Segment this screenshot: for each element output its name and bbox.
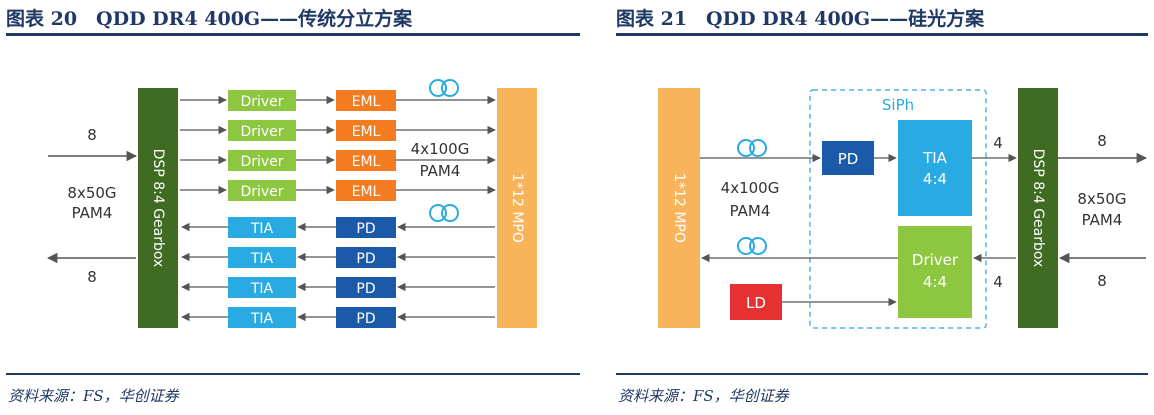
f20-eml-box: [336, 180, 396, 201]
f20-optical-line1: 4x100G: [411, 140, 470, 158]
f21-pd-box: [822, 141, 874, 175]
f20-eml-label: EML: [352, 94, 381, 110]
figure-20-bottom-rule: [6, 373, 580, 375]
f20-driver-label: Driver: [240, 184, 283, 200]
f20-driver-box: [228, 180, 296, 201]
f21-tia-box: [898, 120, 972, 216]
f20-mpo-label: 1*12 MPO: [509, 173, 525, 243]
f20-pd-box: [336, 247, 396, 268]
f20-signal-line2: PAM4: [72, 204, 113, 222]
f21-output-count: 8: [1097, 132, 1107, 150]
f21-lane-top: 4: [993, 134, 1003, 152]
f20-tia-box: [228, 277, 296, 298]
f20-driver-box: [228, 150, 296, 171]
f21-driver-box: [898, 226, 972, 318]
figure-20-top-rule: [6, 33, 580, 36]
f21-siph-label: SiPh: [882, 96, 914, 114]
fiber-coil-icon: [737, 139, 767, 157]
f20-driver-label: Driver: [240, 124, 283, 140]
f20-pd-label: PD: [356, 221, 375, 237]
f21-pd-label: PD: [838, 150, 859, 168]
f20-dsp-gearbox-label: DSP 8:4 Gearbox: [150, 149, 166, 268]
f20-tia-box: [228, 307, 296, 328]
f20-eml-label: EML: [352, 154, 381, 170]
f20-driver-label: Driver: [240, 154, 283, 170]
f20-tia-label: TIA: [250, 281, 274, 297]
f20-pd-label: PD: [356, 311, 375, 327]
f20-eml-box: [336, 90, 396, 111]
f21-signal-line2: PAM4: [1082, 211, 1123, 229]
f20-tx-row-4: Driver EML: [180, 180, 496, 201]
f20-driver-box: [228, 120, 296, 141]
f20-output-count: 8: [87, 268, 97, 286]
figure-20-diagram: 8 8 8x50G PAM4 DSP 8:4 Gearbox 1*12 MPO …: [46, 79, 537, 328]
f20-eml-label: EML: [352, 124, 381, 140]
f21-optical-line2: PAM4: [730, 202, 771, 220]
f21-input-count: 8: [1097, 272, 1107, 290]
f20-input-count: 8: [87, 126, 97, 144]
f21-ld-label: LD: [746, 294, 766, 312]
f20-tx-row-3: Driver EML: [180, 150, 496, 171]
fiber-coil-icon: [737, 237, 767, 255]
f20-tx-row-1: Driver EML: [180, 90, 496, 111]
f20-optical-line2: PAM4: [420, 162, 461, 180]
f20-eml-box: [336, 150, 396, 171]
f21-tia-label-line1: TIA: [922, 149, 948, 167]
f21-lane-bottom: 4: [993, 273, 1003, 291]
f20-pd-label: PD: [356, 281, 375, 297]
f21-mpo-connector: [658, 88, 700, 328]
figure-20-title: 图表 20 QDD DR4 400G——传统分立方案: [6, 8, 413, 30]
f21-optical-line1: 4x100G: [721, 179, 780, 197]
f20-driver-box: [228, 90, 296, 111]
f21-dsp-gearbox-label: DSP 8:4 Gearbox: [1030, 149, 1046, 268]
fiber-coil-icon: [429, 79, 459, 97]
fiber-coil-icon: [429, 204, 459, 222]
f20-pd-box: [336, 277, 396, 298]
figure-21-top-rule: [616, 33, 1148, 36]
f20-pd-label: PD: [356, 251, 375, 267]
f20-rx-row-3: PD TIA: [181, 277, 495, 298]
f20-tia-label: TIA: [250, 311, 274, 327]
f20-tx-row-2: Driver EML: [180, 120, 496, 141]
figure-21-source: 资料来源：FS，华创证券: [618, 387, 789, 405]
f20-eml-box: [336, 120, 396, 141]
figure-21-diagram: 1*12 MPO SiPh 4x100G PAM4 PD TIA 4:4 4 D…: [658, 88, 1148, 329]
f20-mpo-connector: [497, 88, 537, 328]
f21-siph-region: [809, 89, 987, 329]
f21-driver-label-line1: Driver: [912, 251, 959, 269]
f21-ld-box: [730, 284, 782, 320]
f20-signal-line1: 8x50G: [67, 184, 116, 202]
f20-rx-row-4: PD TIA: [181, 307, 495, 328]
f20-pd-box: [336, 307, 396, 328]
figure-21-bottom-rule: [616, 373, 1148, 375]
f20-rx-row-2: PD TIA: [181, 247, 495, 268]
figure-21-title: 图表 21 QDD DR4 400G——硅光方案: [616, 8, 985, 30]
f21-mpo-label: 1*12 MPO: [671, 173, 687, 243]
f21-driver-label-line2: 4:4: [923, 273, 947, 291]
f20-tia-box: [228, 247, 296, 268]
f21-signal-line1: 8x50G: [1077, 190, 1126, 208]
f20-driver-label: Driver: [240, 94, 283, 110]
f20-eml-label: EML: [352, 184, 381, 200]
f20-pd-box: [336, 217, 396, 238]
f20-dsp-gearbox: [138, 88, 178, 328]
figure-20-source: 资料来源：FS，华创证券: [8, 387, 179, 405]
f20-tia-label: TIA: [250, 221, 274, 237]
f20-tia-label: TIA: [250, 251, 274, 267]
f20-tia-box: [228, 217, 296, 238]
f21-tia-label-line2: 4:4: [923, 170, 947, 188]
f20-rx-row-1: PD TIA: [181, 217, 495, 238]
f21-dsp-gearbox: [1018, 88, 1058, 328]
